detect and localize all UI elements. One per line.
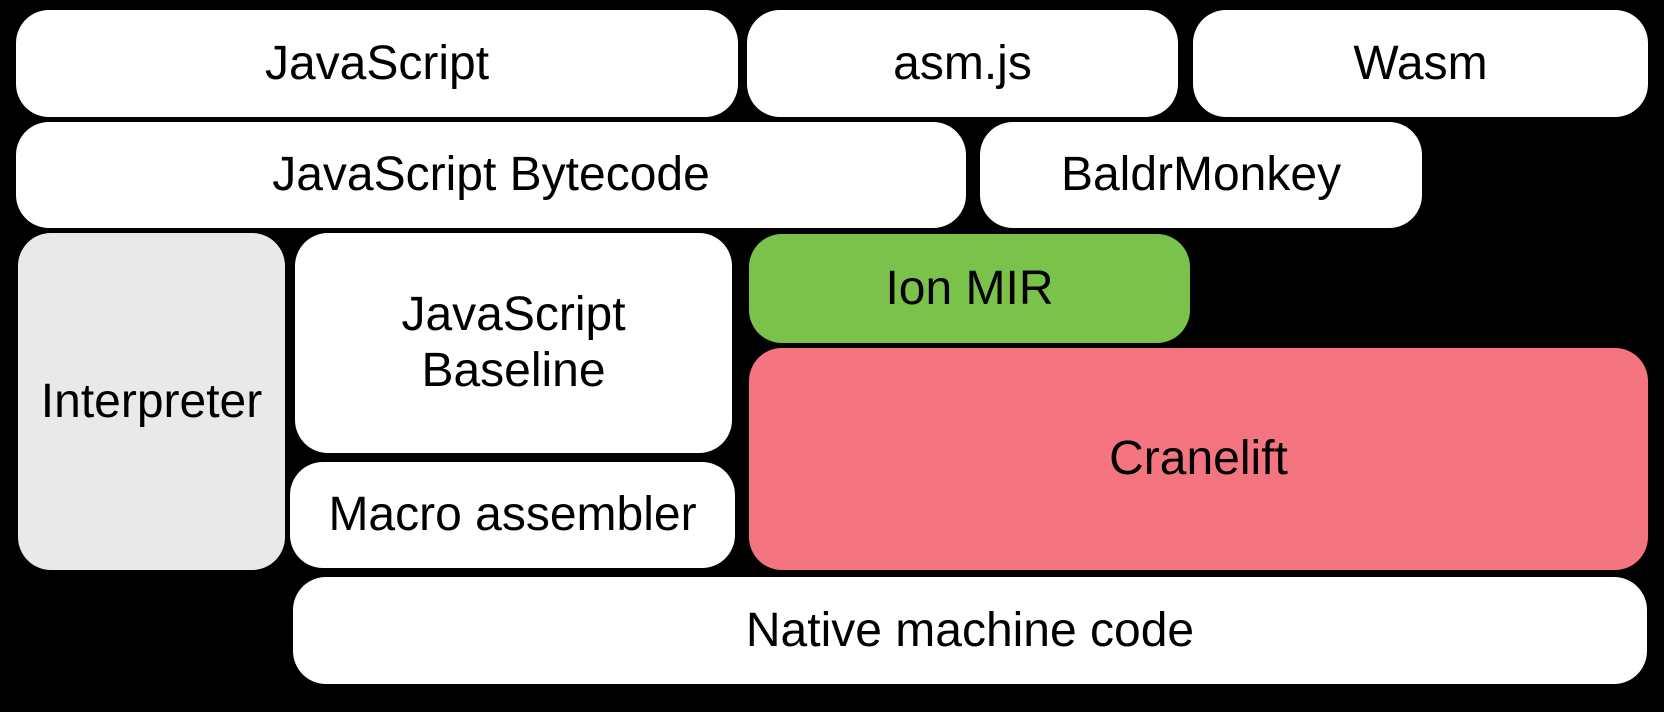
box-javascript-bytecode: JavaScript Bytecode xyxy=(16,122,966,228)
box-interpreter: Interpreter xyxy=(18,233,285,570)
box-javascript-baseline: JavaScript Baseline xyxy=(295,233,732,453)
box-javascript: JavaScript xyxy=(16,10,738,117)
box-label-native-machine-code: Native machine code xyxy=(745,603,1195,657)
box-baldrmonkey: BaldrMonkey xyxy=(980,122,1422,228)
box-label-cranelift: Cranelift xyxy=(1109,432,1288,486)
box-cranelift: Cranelift xyxy=(749,348,1648,570)
box-label-macro-assembler: Macro assembler xyxy=(328,488,697,542)
box-asmjs: asm.js xyxy=(747,10,1178,117)
box-label-interpreter: Interpreter xyxy=(40,374,263,428)
box-label-wasm: Wasm xyxy=(1353,36,1488,90)
box-label-baldrmonkey: BaldrMonkey xyxy=(1060,148,1342,202)
box-label-javascript-baseline: JavaScript Baseline xyxy=(401,288,626,397)
box-wasm: Wasm xyxy=(1193,10,1648,117)
box-macro-assembler: Macro assembler xyxy=(290,462,735,568)
box-label-ion-mir: Ion MIR xyxy=(885,261,1054,315)
box-native-machine-code: Native machine code xyxy=(293,577,1647,684)
box-label-javascript-bytecode: JavaScript Bytecode xyxy=(272,148,710,202)
box-label-asmjs: asm.js xyxy=(893,36,1032,90)
box-label-javascript: JavaScript xyxy=(264,36,490,90)
box-ion-mir: Ion MIR xyxy=(749,234,1190,343)
